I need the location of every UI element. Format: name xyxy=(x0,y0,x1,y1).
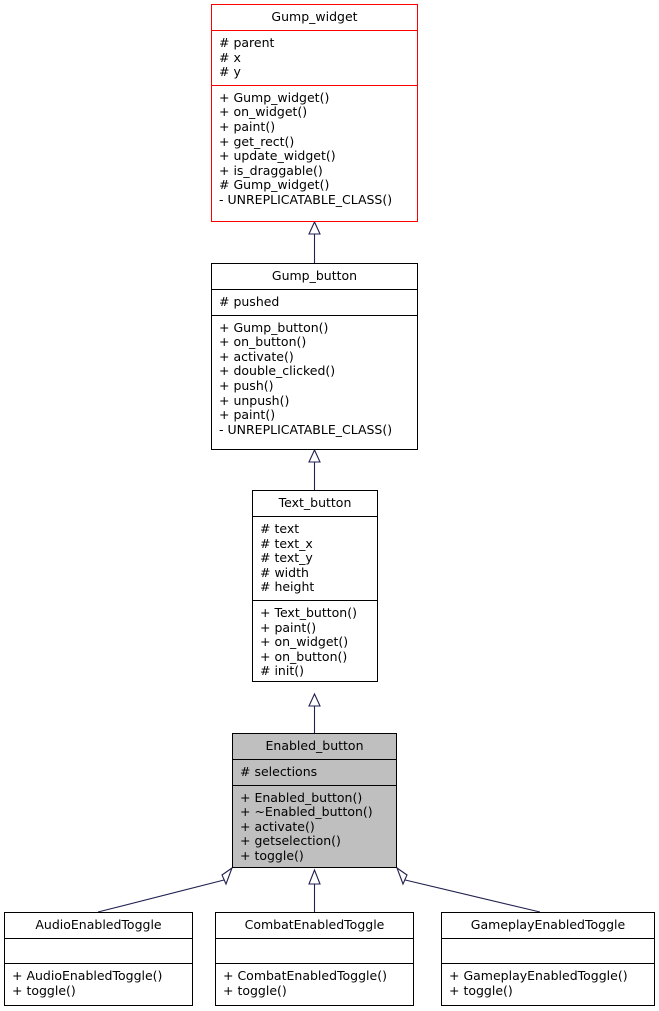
attribute-item: # text_x xyxy=(260,535,313,551)
operation-item: + toggle() xyxy=(12,982,76,998)
operation-item: + on_button() xyxy=(219,334,307,350)
class-name-gump-button: Gump_button xyxy=(271,268,358,283)
class-name-gump-widget: Gump_widget xyxy=(271,9,358,24)
operation-item: + push() xyxy=(219,377,274,393)
operation-item: - UNREPLICATABLE_CLASS() xyxy=(219,191,393,207)
attribute-item: # pushed xyxy=(219,294,280,309)
operations-text-button: + Text_button() + paint() + on_widget() … xyxy=(253,599,377,681)
operation-item: + update_widget() xyxy=(219,148,336,164)
operation-item: + GameplayEnabledToggle() xyxy=(449,968,628,983)
operation-item: + unpush() xyxy=(219,392,290,408)
operation-item: + Enabled_button() xyxy=(240,789,363,805)
attribute-item: # selections xyxy=(240,764,318,779)
operations-gump-button: + Gump_button() + on_button() + activate… xyxy=(212,314,417,443)
arrowhead-enabled-button-center xyxy=(308,868,321,885)
attribute-item: # height xyxy=(260,579,315,595)
attribute-item: # parent xyxy=(219,35,275,50)
attributes-gameplay-enabled-toggle xyxy=(442,938,654,963)
operation-item: + activate() xyxy=(240,818,315,834)
operation-item: + on_widget() xyxy=(260,634,349,650)
operation-item: + getselection() xyxy=(240,833,341,849)
attribute-item: # width xyxy=(260,564,309,580)
operation-item: + ~Enabled_button() xyxy=(240,804,373,820)
operations-audio-enabled-toggle: + AudioEnabledToggle() + toggle() xyxy=(5,963,192,1003)
operation-item: + get_rect() xyxy=(219,133,295,149)
class-node-enabled-button[interactable]: Enabled_button # selections + Enabled_bu… xyxy=(232,733,397,868)
operations-gameplay-enabled-toggle: + GameplayEnabledToggle() + toggle() xyxy=(442,963,654,1003)
operation-item: + double_clicked() xyxy=(219,363,336,379)
operation-item: + activate() xyxy=(219,348,294,364)
class-name-gameplay-enabled-toggle: GameplayEnabledToggle xyxy=(470,917,626,932)
operation-item: - UNREPLICATABLE_CLASS() xyxy=(219,421,393,437)
operation-item: + toggle() xyxy=(240,847,304,863)
operation-item: + AudioEnabledToggle() xyxy=(12,968,163,983)
operations-combat-enabled-toggle: + CombatEnabledToggle() + toggle() xyxy=(216,963,413,1003)
attribute-item: # x xyxy=(219,49,241,65)
class-name-combat-enabled-toggle: CombatEnabledToggle xyxy=(244,917,385,932)
operation-item: + Text_button() xyxy=(260,604,357,620)
class-node-gameplay-enabled-toggle[interactable]: GameplayEnabledToggle + GameplayEnabledT… xyxy=(441,912,655,1006)
operation-item: + paint() xyxy=(260,619,317,635)
operation-item: + is_draggable() xyxy=(219,162,323,178)
operation-item: + toggle() xyxy=(223,982,287,998)
attribute-item: # text_y xyxy=(260,550,313,566)
class-name-audio-enabled-toggle: AudioEnabledToggle xyxy=(35,917,162,932)
edge-audio-toggle-to-enabled-button xyxy=(97,878,229,913)
attribute-item: # text xyxy=(260,521,300,536)
class-node-text-button[interactable]: Text_button # text # text_x # text_y # w… xyxy=(252,490,378,682)
attributes-enabled-button: # selections xyxy=(233,759,396,785)
operation-item: + toggle() xyxy=(449,982,513,998)
class-name-enabled-button: Enabled_button xyxy=(265,738,364,753)
operation-item: + on_widget() xyxy=(219,104,308,120)
operations-enabled-button: + Enabled_button() + ~Enabled_button() +… xyxy=(233,784,396,867)
arrowhead-enabled-button-right xyxy=(395,866,408,886)
attributes-text-button: # text # text_x # text_y # width # heigh… xyxy=(253,516,377,600)
operations-gump-widget: + Gump_widget() + on_widget() + paint() … xyxy=(212,84,417,213)
operation-item: + paint() xyxy=(219,118,276,134)
arrowhead-enabled-button-left xyxy=(221,866,234,886)
operation-item: # init() xyxy=(260,663,304,679)
class-node-audio-enabled-toggle[interactable]: AudioEnabledToggle + AudioEnabledToggle(… xyxy=(4,912,193,1006)
operation-item: # Gump_widget() xyxy=(219,177,330,193)
operation-item: + CombatEnabledToggle() xyxy=(223,968,387,983)
class-node-gump-widget[interactable]: Gump_widget # parent # x # y + Gump_widg… xyxy=(211,4,418,222)
class-node-gump-button[interactable]: Gump_button # pushed + Gump_button() + o… xyxy=(211,263,418,450)
arrowhead-gump-widget xyxy=(308,220,321,235)
attributes-gump-widget: # parent # x # y xyxy=(212,30,417,85)
class-node-combat-enabled-toggle[interactable]: CombatEnabledToggle + CombatEnabledToggl… xyxy=(215,912,414,1006)
operation-item: + Gump_button() xyxy=(219,319,329,335)
operation-item: + on_button() xyxy=(260,648,348,664)
operation-item: + paint() xyxy=(219,407,276,423)
attributes-combat-enabled-toggle xyxy=(216,938,413,963)
arrowhead-gump-button xyxy=(308,448,321,463)
arrowhead-text-button xyxy=(308,692,321,707)
attribute-item: # y xyxy=(219,64,241,80)
attributes-audio-enabled-toggle xyxy=(5,938,192,963)
attributes-gump-button: # pushed xyxy=(212,289,417,315)
edge-gameplay-toggle-to-enabled-button xyxy=(400,878,541,913)
class-name-text-button: Text_button xyxy=(278,495,352,510)
operation-item: + Gump_widget() xyxy=(219,89,330,105)
